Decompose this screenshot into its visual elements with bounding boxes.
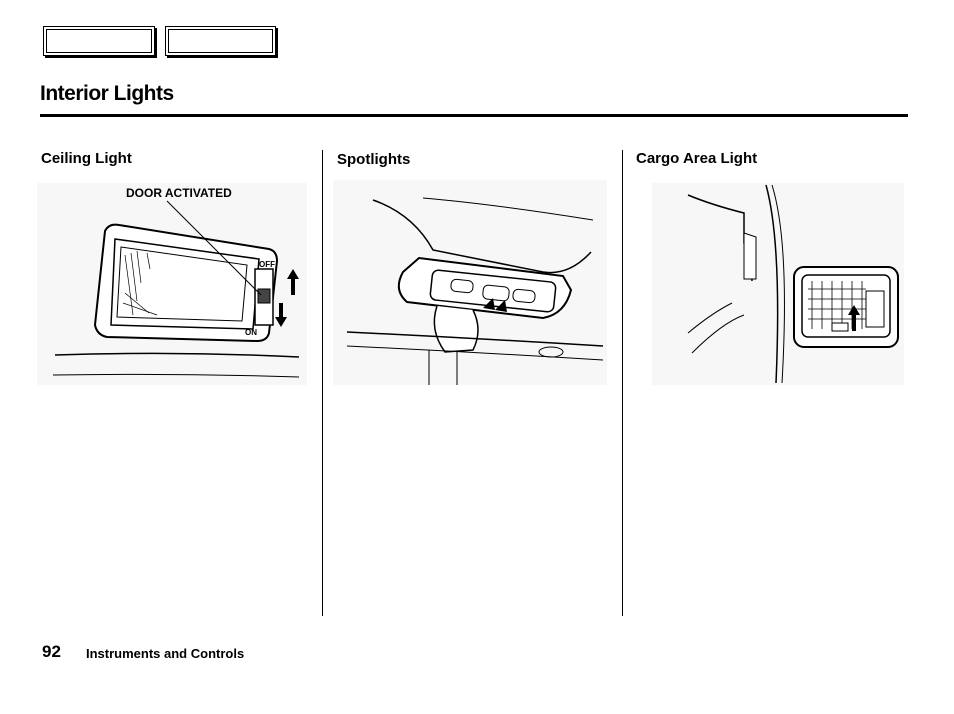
title-divider [40,114,908,117]
ceiling-light-illustration: OFF ON DOOR ACTIVATED [37,183,307,385]
previous-page-button[interactable] [43,26,155,56]
next-page-button[interactable] [165,26,276,56]
press-arrow-icon [495,300,507,312]
spotlights-heading: Spotlights [337,151,411,168]
switch-arrow-icon [848,305,860,331]
door-activated-callout: DOOR ACTIVATED [126,186,232,200]
down-arrow-icon [275,303,287,327]
press-arrow-icon [483,298,495,310]
up-arrow-icon [287,269,299,295]
section-name: Instruments and Controls [86,646,245,661]
page-title: Interior Lights [40,82,174,105]
switch-on-label: ON [245,328,257,337]
cargo-area-light-illustration [652,183,904,385]
column-divider [322,150,323,616]
spotlights-illustration [333,180,607,385]
column-divider [622,150,623,616]
page-number: 92 [42,642,61,661]
ceiling-light-heading: Ceiling Light [41,150,132,167]
switch-off-label: OFF [259,260,275,269]
cargo-area-light-heading: Cargo Area Light [636,150,758,167]
